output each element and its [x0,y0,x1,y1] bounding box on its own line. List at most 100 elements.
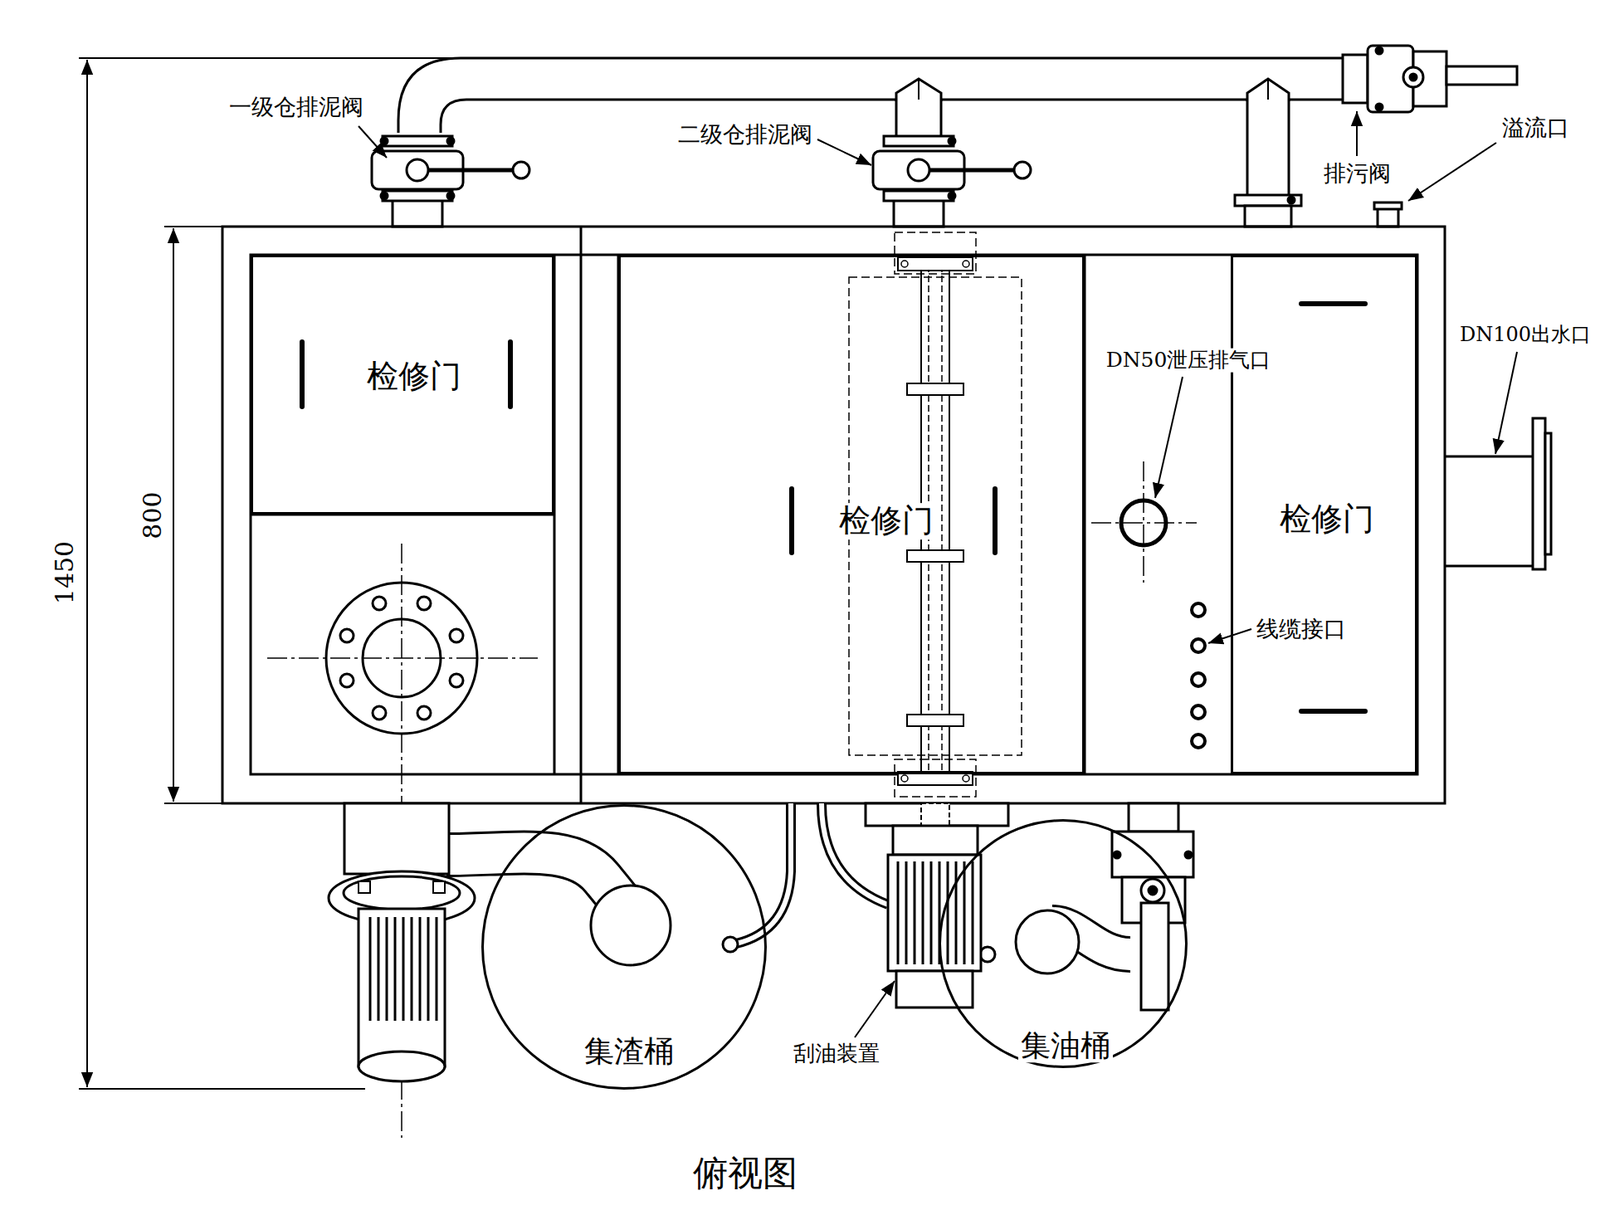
scraper-motor [897,861,900,965]
inlet-flange [340,629,354,643]
dimension-line [78,58,461,1089]
door-handle [1301,708,1366,714]
figure-caption: 俯视图 [690,1153,800,1194]
lift-pump [370,917,437,1021]
scraper-assembly [894,232,976,274]
scraper-motor [963,861,966,965]
scraper-assembly [962,260,970,268]
vent-port [1121,500,1166,546]
discharge-pipe [398,58,1343,227]
dimension-line [86,59,88,1088]
drain-valve [1342,54,1368,103]
oil-pipe [1015,910,1079,974]
center-line [267,461,1197,1138]
sludge-valve [929,168,1015,173]
port-label: DN100出水口 [1457,323,1594,347]
discharge-pipe [941,98,1248,102]
oil-valve [1148,886,1157,895]
outlet-pipe [1444,455,1533,459]
scraper-motor [896,970,973,1008]
sludge-valve [406,159,429,181]
sludge-valve [1014,161,1031,179]
leader-line [1155,376,1183,498]
drain-valve [1375,47,1383,54]
access-door-panel: 检修门 [1230,254,1418,775]
scraper-motor [897,861,973,965]
oil-bucket: 集油桶 [938,819,1188,1069]
oil-valve [1128,803,1179,832]
part-label: 刮油装置 [790,1041,883,1067]
discharge-pipe [1234,195,1302,206]
cable-port [1191,603,1205,617]
tank-housing [580,226,583,804]
oil-pipe [1015,910,1131,974]
discharge-pipe [895,99,898,138]
scraper-assembly [907,714,964,727]
door-handle [1301,301,1366,307]
oil-valve [1141,878,1165,903]
sludge-valve [447,192,454,200]
lift-pump [369,917,372,1021]
slag-pipe [590,885,671,966]
slag-bucket: 集渣桶 [481,804,767,1090]
sludge-valve [948,192,956,200]
sludge-valve [512,161,530,179]
lift-pump [402,917,405,1021]
drain-valve [1375,103,1383,111]
dimension-line [164,225,223,228]
scraper-motor [905,861,908,965]
leader-line [1408,142,1497,201]
scraper-motor [892,825,978,855]
sludge-valve [380,137,388,145]
oil-valve [1113,851,1121,859]
hose [736,803,791,944]
oil-valve [1112,831,1194,878]
scraper-assembly [897,257,973,271]
access-door-panel: 检修门 [250,254,555,515]
tank-housing [250,254,1418,775]
inlet-flange [449,629,464,643]
inlet-flange [449,673,464,688]
lift-pump [343,876,460,910]
discharge-pipe [440,99,897,133]
discharge-pipe [1288,98,1343,102]
lift-pump [435,917,439,1021]
cable-port [1191,639,1205,653]
discharge-pipe [896,78,942,102]
slag-pipe [446,852,671,966]
sludge-valve [893,199,944,227]
lift-pump [427,917,430,1021]
sludge-valve [382,190,453,201]
discharge-pipe [1247,78,1289,102]
scraper-motor [887,854,981,971]
door-handle [789,488,795,553]
sludge-valve [447,137,454,145]
scraper-assembly [948,265,951,772]
tank-housing [222,226,1445,804]
lift-pump [419,917,422,1021]
valve-label: 排污阀 [1321,160,1394,186]
lift-pump [394,917,397,1021]
discharge-pipe [940,99,943,138]
scraper-assembly [901,775,908,782]
inlet-flange [340,673,354,688]
cable-port [1191,705,1205,719]
valve-label: 二级仓排泥阀 [675,121,815,147]
scraper-assembly [907,550,964,562]
sludge-valve [371,136,530,227]
sludge-valve [948,137,956,145]
scraper-motor [865,803,1009,1008]
drain-valve [1342,45,1518,113]
scraper-assembly [907,383,964,396]
sludge-valve [883,136,954,147]
door-handle [302,303,1366,712]
leader-line [1208,629,1252,644]
scraper-motor [955,861,958,965]
sludge-valve [428,168,513,173]
scraper-assembly [962,775,970,782]
port-label: DN50泄压排气口 [1103,348,1274,373]
cable-port [1191,734,1205,748]
center-line [1142,461,1145,583]
lift-pump [358,1051,445,1082]
sludge-valve [382,136,453,147]
